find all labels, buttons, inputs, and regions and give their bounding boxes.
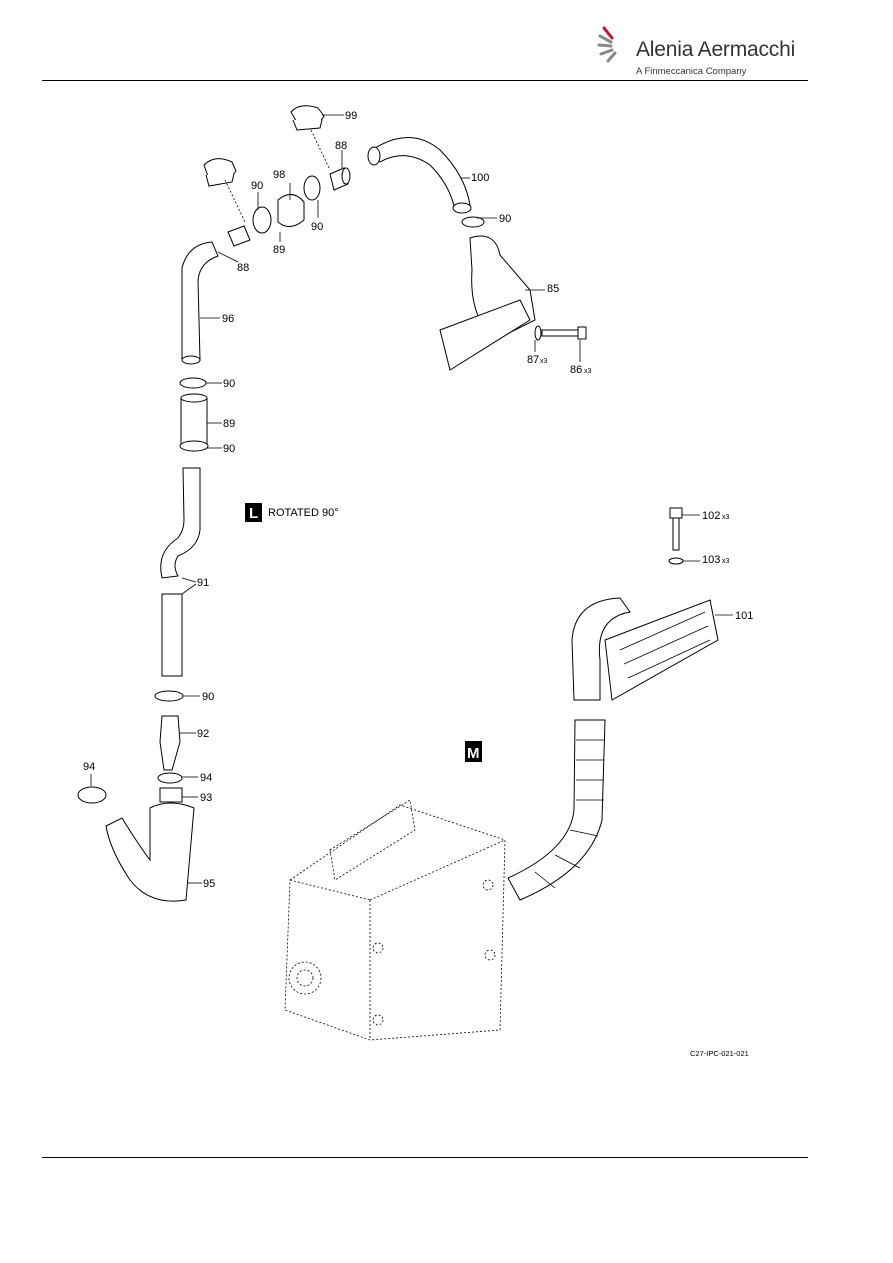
clamp-90-a bbox=[252, 175, 321, 234]
callout-93: 93 bbox=[200, 792, 212, 804]
hose-91 bbox=[160, 467, 201, 677]
callout-89-top: 89 bbox=[273, 244, 285, 256]
clip-left bbox=[203, 158, 237, 187]
callout-103: 103 bbox=[702, 554, 720, 566]
hose-100 bbox=[367, 137, 472, 214]
screen-101 bbox=[571, 597, 719, 701]
leader-dashed-b bbox=[310, 129, 331, 171]
callout-87: 87 bbox=[527, 354, 539, 366]
company-logo: Alenia Aermacchi A Finmeccanica Company bbox=[596, 24, 796, 80]
clip-99 bbox=[290, 105, 325, 131]
callout-85: 85 bbox=[547, 283, 559, 295]
callout-91: 91 bbox=[197, 577, 209, 589]
alenia-swoosh-icon bbox=[597, 26, 617, 63]
callout-88-top: 88 bbox=[335, 140, 347, 152]
callout-102-qty: x3 bbox=[722, 514, 730, 521]
callout-90-b: 90 bbox=[311, 221, 323, 233]
leader-dashed-a bbox=[224, 179, 246, 223]
callout-101: 101 bbox=[735, 610, 753, 622]
brand-name: Alenia Aermacchi bbox=[636, 38, 796, 61]
callout-94-left: 94 bbox=[83, 761, 95, 773]
callout-100: 100 bbox=[471, 172, 489, 184]
callout-leaders bbox=[90, 114, 733, 884]
clamp-sleeve-stack bbox=[179, 377, 209, 452]
duct-85 bbox=[439, 216, 536, 371]
callout-95: 95 bbox=[203, 878, 215, 890]
coupling-88-top bbox=[329, 167, 351, 191]
clamp-94-left bbox=[77, 786, 107, 804]
brand-subtitle: A Finmeccanica Company bbox=[636, 66, 747, 77]
figure-id: C27-IPC-021-021 bbox=[690, 1049, 749, 1058]
callout-90-f: 90 bbox=[202, 691, 214, 703]
callout-86: 86 bbox=[570, 364, 582, 376]
view-l-letter: L bbox=[249, 505, 258, 522]
view-m-letter: M bbox=[467, 745, 480, 762]
callout-98: 98 bbox=[273, 169, 285, 181]
callout-96: 96 bbox=[222, 313, 234, 325]
callout-87-qty: x3 bbox=[540, 358, 548, 365]
bolt-102 bbox=[668, 507, 684, 565]
header-rule bbox=[42, 80, 808, 81]
callout-89: 89 bbox=[223, 418, 235, 430]
callout-86-qty: x3 bbox=[584, 368, 592, 375]
view-m-badge bbox=[465, 741, 482, 762]
callout-88-left: 88 bbox=[237, 262, 249, 274]
callout-102: 102 bbox=[702, 510, 720, 522]
callout-90-e: 90 bbox=[223, 443, 235, 455]
lower-fittings bbox=[105, 690, 195, 902]
callout-99: 99 bbox=[345, 110, 357, 122]
callout-90-c: 90 bbox=[499, 213, 511, 225]
view-l-caption: ROTATED 90° bbox=[268, 507, 339, 519]
heater-unit bbox=[284, 799, 506, 1041]
callout-94: 94 bbox=[200, 772, 212, 784]
view-l-badge bbox=[245, 503, 262, 522]
bolt-86 bbox=[534, 325, 587, 341]
sleeve-88-left bbox=[227, 225, 251, 247]
footer-rule bbox=[42, 1157, 808, 1158]
callout-92: 92 bbox=[197, 728, 209, 740]
callout-90-d: 90 bbox=[223, 378, 235, 390]
callout-90-a: 90 bbox=[251, 180, 263, 192]
coupling-98 bbox=[277, 194, 305, 227]
hose-96 bbox=[181, 241, 219, 365]
callout-103-qty: x3 bbox=[722, 558, 730, 565]
flex-hose bbox=[507, 719, 606, 901]
